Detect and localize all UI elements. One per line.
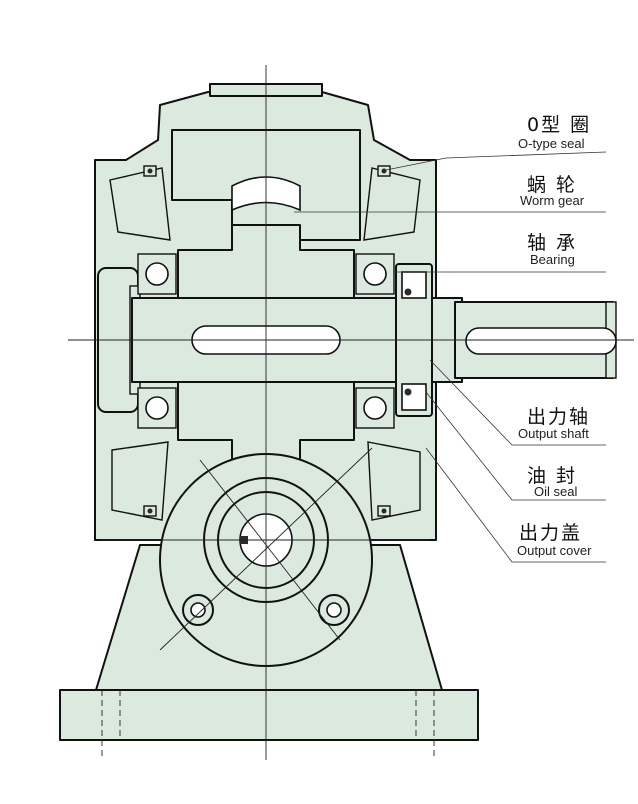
o-ring-seals xyxy=(143,165,391,517)
label-cn: 轴 承 xyxy=(527,232,578,254)
left-boss-lower xyxy=(111,441,169,521)
label-en: Worm gear xyxy=(520,193,585,208)
left-boss-upper xyxy=(109,167,171,241)
label-cn: 0型 圈 xyxy=(527,114,592,136)
leaders xyxy=(294,151,607,563)
label-en: Bearing xyxy=(530,252,575,267)
label-cn: 油 封 xyxy=(527,465,578,487)
label-cn: 出力盖 xyxy=(519,522,583,544)
right-boss-upper xyxy=(363,167,421,241)
label-cn: 蜗 轮 xyxy=(527,174,578,196)
label-en: Oil seal xyxy=(534,484,578,499)
label-en: Output shaft xyxy=(518,426,589,441)
keyway-ext xyxy=(465,327,617,355)
label-en: Output cover xyxy=(517,543,592,558)
bearings xyxy=(137,253,395,429)
label-cn: 出力轴 xyxy=(527,406,591,428)
label-en: O-type seal xyxy=(518,136,585,151)
oil-seal-lower xyxy=(401,383,427,411)
right-boss-lower xyxy=(367,441,421,521)
base-plate xyxy=(59,689,479,741)
